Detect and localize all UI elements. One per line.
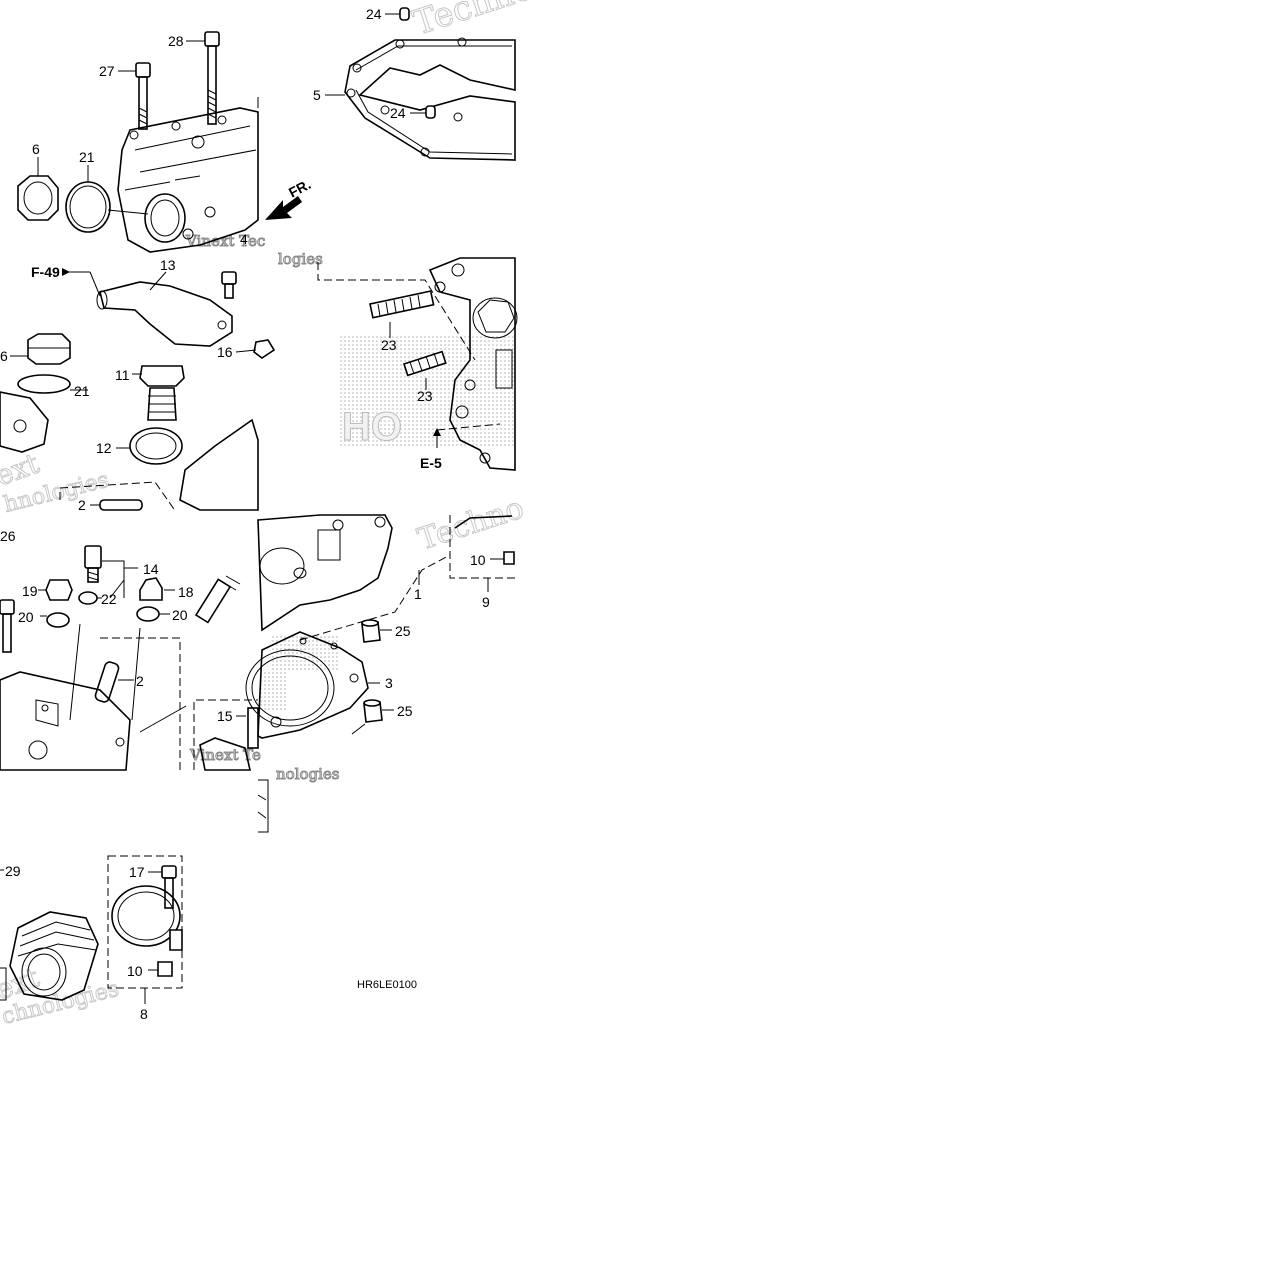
watermark-text: Vinext Tec	[185, 232, 265, 250]
front-arrow-icon	[265, 196, 302, 220]
callout-21: 21	[74, 383, 90, 399]
callout-17: 17	[129, 864, 145, 880]
callout-10: 10	[127, 963, 143, 979]
panel-cylinder-head-cover: FR. 28 27 6 21 4	[17, 31, 313, 253]
callout-10: 10	[470, 552, 486, 568]
callout-2: 2	[78, 497, 86, 513]
dowel-25-upper	[361, 619, 381, 643]
reference-e5: E-5	[420, 455, 442, 471]
callout-26: 26	[0, 528, 16, 544]
callout-6: 6	[32, 141, 40, 157]
filler-cap-6	[17, 175, 59, 221]
gasket-5	[344, 39, 516, 161]
callout-4: 4	[240, 231, 248, 247]
callout-28: 28	[168, 33, 184, 49]
callout-13: 13	[160, 257, 176, 273]
watermark-text: nologies	[276, 765, 340, 783]
callout-22: 22	[101, 591, 117, 607]
callout-29: 29	[5, 863, 21, 879]
callout-8: 8	[140, 1006, 148, 1022]
front-marker: FR.	[286, 176, 313, 201]
callout-11: 11	[115, 367, 130, 383]
dowel-24-top	[399, 7, 410, 21]
callout-16: 16	[217, 344, 233, 360]
callout-20: 20	[172, 607, 188, 623]
stud-23-upper	[369, 290, 435, 319]
watermark-text: Techno	[414, 491, 528, 558]
watermark-text: Techno	[408, 0, 538, 44]
panel-cylinder-studs: HO 23 23 E-5	[317, 257, 518, 471]
panel-cylinder-gasket: 10 9 1 3 25 25	[245, 514, 515, 739]
bolt-27	[135, 62, 151, 130]
watermark-text: logies	[278, 250, 323, 268]
callout-23: 23	[381, 337, 397, 353]
callout-12: 12	[96, 440, 112, 456]
callout-18: 18	[178, 584, 194, 600]
panel-head-cover-gasket: 24 5 24	[313, 6, 516, 161]
diagram-code: HR6LE0100	[357, 979, 417, 991]
callout-20: 20	[18, 609, 34, 625]
cylinder-gasket-3	[257, 631, 369, 739]
callout-23: 23	[417, 388, 433, 404]
callout-21: 21	[79, 149, 95, 165]
callout-19: 19	[22, 583, 38, 599]
callout-14: 14	[143, 561, 159, 577]
svg-text:HO: HO	[342, 405, 402, 449]
thermostat-11	[139, 365, 185, 421]
callout-24: 24	[366, 6, 382, 22]
callout-1: 1	[414, 586, 422, 602]
callout-6: 6	[0, 348, 8, 364]
dotted-background	[338, 335, 515, 447]
callout-3: 3	[385, 675, 393, 691]
panel-insulator: 29 17 10 8	[0, 855, 183, 1022]
panel-thermostat: F-49 13 16 6 21	[0, 257, 276, 513]
callout-25: 25	[397, 703, 413, 719]
callout-24: 24	[390, 105, 406, 121]
callout-9: 9	[482, 594, 490, 610]
o-ring-21	[65, 181, 111, 233]
callout-5: 5	[313, 87, 321, 103]
bolt-28	[204, 31, 220, 125]
dowel-24-mid	[425, 105, 436, 119]
temperature-sensor-14	[84, 545, 102, 583]
stud-23-lower	[402, 350, 447, 377]
callout-2: 2	[136, 673, 144, 689]
dowel-25-lower	[363, 699, 383, 723]
head-cover	[117, 107, 259, 253]
callout-15: 15	[217, 708, 233, 724]
callout-25: 25	[395, 623, 411, 639]
thermostat-housing-13	[99, 281, 233, 347]
reference-f49: F-49	[31, 264, 60, 280]
spark-plug	[194, 575, 241, 624]
watermark-text: Vinext Te	[189, 746, 261, 764]
filler-cap-6-lower	[27, 333, 71, 365]
callout-27: 27	[99, 63, 115, 79]
panel-sensors: 26 14 19 22 18 20 20	[0, 528, 269, 833]
